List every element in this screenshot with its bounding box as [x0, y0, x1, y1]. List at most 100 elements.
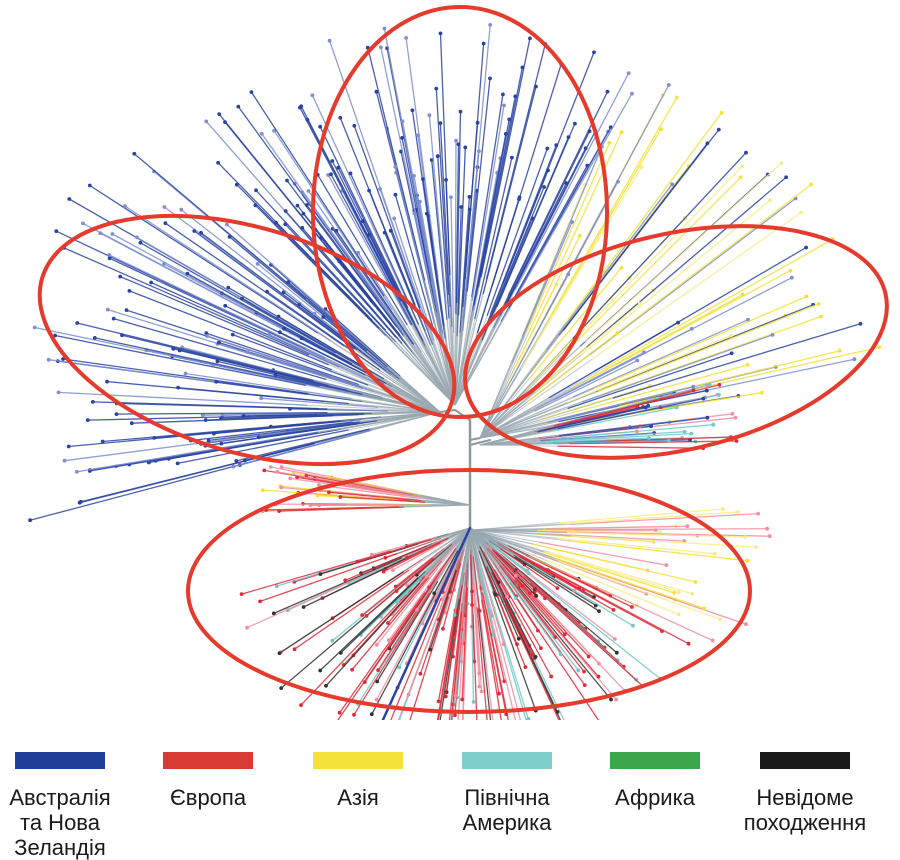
cluster-right-leaf-tip	[740, 164, 744, 168]
cluster-bottom-leaf-tip	[397, 666, 401, 670]
cluster-right-leaf-tip	[739, 176, 743, 180]
cluster-top-leaf-tip	[421, 177, 425, 181]
cluster-bottom-leaf-tip	[272, 612, 276, 616]
cluster-bottom-leaf-tip	[614, 698, 618, 702]
cluster-top-leaf-tip	[250, 90, 254, 94]
cluster-bottom-leaf-tip	[612, 608, 616, 612]
cluster-bottom-leaf-tip	[363, 680, 367, 684]
cluster-left-leaf-tip	[265, 290, 269, 294]
cluster-top-leaf-tip	[204, 120, 208, 124]
cluster-bottom-leaf-tip	[559, 652, 563, 656]
legend-item-europe: Європа	[133, 752, 283, 810]
cluster-top-leaf-tip	[285, 179, 289, 183]
cluster-right-leaf-tip	[760, 391, 764, 395]
cluster-right-leaf-tip	[817, 302, 821, 306]
cluster-right-low-leaf-tip	[718, 383, 722, 387]
cluster-left-leaf-tip	[240, 297, 244, 301]
cluster-top-leaf-branch	[262, 134, 388, 310]
cluster-bottom-right-leaf-tip	[721, 507, 725, 511]
cluster-bottom-leaf-tip	[428, 648, 432, 652]
legend-item-unknown: Невідоме походження	[730, 752, 880, 835]
cluster-outline-right	[442, 188, 900, 495]
cluster-bottom-left-leaf-branch	[347, 485, 427, 498]
cluster-bottom-leaf-tip	[376, 668, 380, 672]
cluster-bottom-leaf-tip	[425, 574, 429, 578]
cluster-top-leaf-tip	[488, 23, 492, 27]
cluster-bottom-right-leaf-tip	[743, 535, 747, 539]
cluster-top-leaf-tip	[352, 124, 356, 128]
cluster-top-leaf-tip	[217, 112, 221, 116]
cluster-right-leaf-tip	[640, 165, 644, 169]
cluster-top-leaf-tip	[454, 139, 458, 143]
cluster-bottom-leaf-tip	[597, 609, 601, 613]
cluster-bottom-leaf-tip	[360, 613, 364, 617]
cluster-bottom-right-leaf-tip	[754, 545, 758, 549]
cluster-top-leaf-tip	[404, 36, 408, 40]
cluster-right-leaf-tip	[780, 161, 784, 165]
cluster-top-leaf-tip	[356, 251, 360, 255]
legend-label-north-america: Північна Америка	[432, 785, 582, 835]
cluster-left-leaf-tip	[176, 462, 180, 466]
cluster-bottom-left-leaf-tip	[279, 486, 283, 490]
cluster-left-leaf-tip	[286, 280, 290, 284]
cluster-right-leaf-tip	[790, 276, 794, 280]
cluster-top-leaf-tip	[361, 219, 365, 223]
cluster-left-leaf-tip	[118, 275, 122, 279]
cluster-right-leaf-tip	[768, 199, 772, 203]
cluster-right-leaf-tip	[809, 183, 813, 187]
cluster-top-leaf-tip	[298, 106, 302, 110]
cluster-top-leaf-tip	[482, 42, 486, 46]
cluster-bottom-leaf-tip	[343, 578, 347, 582]
cluster-bottom-right-leaf-tip	[713, 552, 717, 556]
cluster-right-low-leaf-tip	[647, 436, 651, 440]
cluster-left-leaf-tip	[234, 459, 238, 463]
cluster-bottom-leaf-tip	[419, 672, 423, 676]
cluster-top-leaf-tip	[401, 119, 405, 123]
cluster-top-leaf-tip	[573, 122, 577, 126]
cluster-right-leaf-tip	[799, 211, 803, 215]
cluster-left-leaf-tip	[179, 208, 183, 212]
cluster-left-leaf-tip	[28, 518, 32, 522]
cluster-right-leaf-branch	[596, 185, 811, 350]
cluster-bottom-leaf-tip	[370, 712, 374, 716]
cluster-bottom-leaf-tip	[258, 600, 262, 604]
cluster-bottom-leaf-tip	[437, 700, 441, 704]
cluster-left-leaf-tip	[257, 435, 261, 439]
cluster-left-leaf-tip	[93, 336, 97, 340]
cluster-left-leaf-tip	[219, 416, 223, 420]
cluster-top-leaf-tip	[542, 185, 546, 189]
cluster-bottom-leaf-tip	[421, 622, 425, 626]
cluster-bottom-leaf-tip	[405, 556, 409, 560]
legend-label-europe: Європа	[133, 785, 283, 810]
phylogenetic-tree-diagram	[0, 0, 900, 720]
cluster-right-low-leaf-tip	[712, 423, 716, 427]
cluster-top-leaf-tip	[501, 93, 505, 97]
cluster-right-leaf-tip	[620, 130, 624, 134]
cluster-top-leaf-tip	[510, 156, 514, 160]
cluster-right-leaf-branch	[571, 177, 740, 346]
cluster-bottom-left-leaf-branch	[276, 504, 402, 505]
cluster-bottom-leaf-tip	[318, 669, 322, 673]
cluster-right-leaf-tip	[676, 321, 680, 325]
cluster-left-leaf-tip	[207, 439, 211, 443]
cluster-right-leaf-tip	[578, 234, 582, 238]
cluster-left-leaf-tip	[33, 326, 37, 330]
cluster-left-leaf-tip	[75, 321, 79, 325]
cluster-left-leaf-tip	[86, 418, 90, 422]
cluster-bottom-leaf-tip	[536, 629, 540, 633]
cluster-bottom-leaf-branch	[521, 588, 616, 700]
cluster-left-leaf-tip	[105, 380, 109, 384]
cluster-right-leaf-branch	[594, 297, 806, 389]
cluster-bottom-right-leaf-tip	[690, 592, 694, 596]
cluster-top-leaf-tip	[476, 121, 480, 125]
cluster-right-leaf-tip	[853, 357, 857, 361]
legend-swatch-australia-nz	[15, 752, 105, 769]
cluster-left-leaf-branch	[165, 223, 344, 346]
legend-swatch-africa	[610, 752, 700, 769]
cluster-left-leaf-tip	[217, 341, 221, 345]
cluster-right-leaf-tip	[744, 151, 748, 155]
cluster-top-leaf-tip	[260, 132, 264, 136]
cluster-left-leaf-branch	[109, 255, 324, 357]
cluster-bottom-right-leaf-tip	[646, 569, 650, 573]
cluster-top-leaf-tip	[463, 146, 467, 150]
